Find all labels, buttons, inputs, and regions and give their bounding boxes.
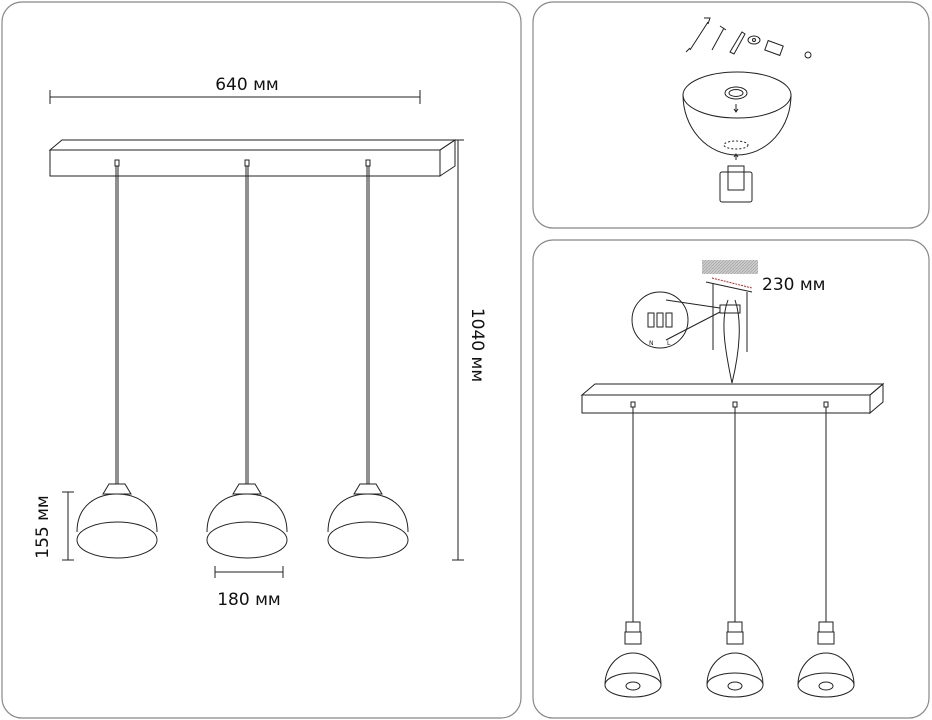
assembly-panel bbox=[532, 1, 930, 229]
pendant-lamp bbox=[206, 159, 288, 559]
installed-pendants bbox=[604, 401, 855, 698]
pendant-lamp bbox=[604, 401, 662, 698]
installation-panel bbox=[532, 239, 930, 719]
wiring-detail-circle bbox=[631, 291, 689, 349]
pendant-lamp bbox=[706, 401, 764, 698]
pendant-lamp bbox=[76, 159, 158, 559]
pendant-lamp bbox=[327, 159, 409, 559]
neutral-label: N bbox=[649, 340, 654, 347]
pendants bbox=[76, 159, 409, 559]
shade-diameter-dimension: 180 мм bbox=[214, 566, 284, 610]
canopy-spacing-label: 230 мм bbox=[762, 275, 826, 295]
ceiling-mount: 230 мм N L bbox=[631, 260, 826, 384]
wrench-icon bbox=[685, 17, 711, 53]
nut-icon bbox=[804, 51, 812, 59]
shade-assembly bbox=[682, 71, 792, 203]
dimensions-panel bbox=[1, 1, 522, 719]
bar-length-dimension: 640 мм bbox=[49, 75, 421, 104]
screw-icon bbox=[711, 25, 727, 51]
height-label: 1040 мм bbox=[467, 308, 487, 382]
shade-height-label: 155 мм bbox=[33, 495, 53, 559]
live-label: L bbox=[667, 340, 671, 347]
ceiling-bar-installed bbox=[580, 382, 885, 415]
washer-icon bbox=[747, 35, 761, 45]
terminal-block-icon bbox=[764, 39, 784, 57]
wall-plug-icon bbox=[729, 31, 746, 55]
pendant-lamp bbox=[797, 401, 855, 698]
bar-length-label: 640 мм bbox=[215, 75, 279, 95]
shade-diameter-label: 180 мм bbox=[217, 590, 281, 610]
shade-height-dimension: 155 мм bbox=[33, 491, 74, 561]
hardware-kit bbox=[685, 17, 812, 59]
height-dimension: 1040 мм bbox=[452, 139, 487, 561]
